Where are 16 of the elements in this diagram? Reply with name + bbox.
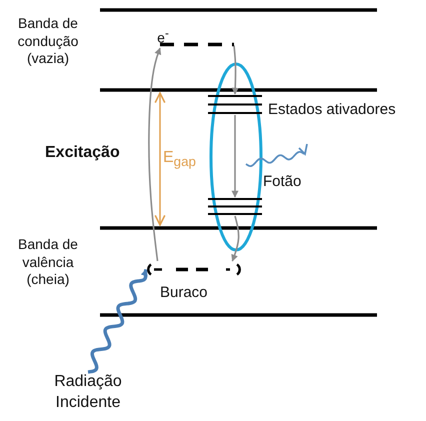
activator-levels: [208, 197, 262, 216]
arrow: [232, 45, 239, 95]
arrow: [148, 47, 162, 262]
arrow: [232, 115, 238, 198]
process-label: Excitação: [45, 143, 120, 163]
electron-label: e$^{-}$: [153, 26, 173, 44]
band-label: Banda de valência (cheia): [17, 236, 79, 288]
energy-gap-label: E$_{gap}$: [163, 148, 196, 171]
band-label: Banda de condução (vazia): [16, 15, 80, 68]
arrow: [231, 216, 240, 262]
hole-label: Buraco: [160, 284, 208, 301]
activator-levels: [208, 94, 262, 115]
photon-label: Fotão: [263, 173, 302, 192]
wavy-arrow: [86, 268, 148, 374]
source-label: Radiação Incidente: [36, 372, 140, 416]
state-label: Estados ativadores: [268, 101, 396, 120]
